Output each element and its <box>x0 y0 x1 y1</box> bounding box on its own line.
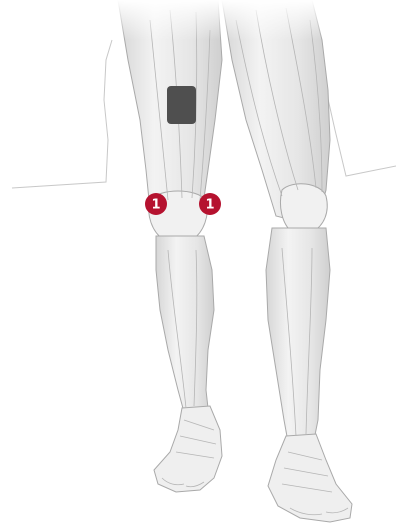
left-foot <box>268 434 352 522</box>
marker-1b: 1 <box>199 193 221 215</box>
electrode-pad-icon <box>167 86 196 124</box>
left-shin <box>266 228 330 442</box>
marker-1b-label: 1 <box>205 198 214 213</box>
top-fade <box>0 0 396 40</box>
right-foot <box>154 406 222 492</box>
left-knee <box>280 184 327 232</box>
marker-1a-label: 1 <box>151 198 160 213</box>
marker-1a: 1 <box>145 193 167 215</box>
left-leg <box>222 0 352 522</box>
right-leg <box>118 0 222 492</box>
right-shin <box>156 236 214 412</box>
